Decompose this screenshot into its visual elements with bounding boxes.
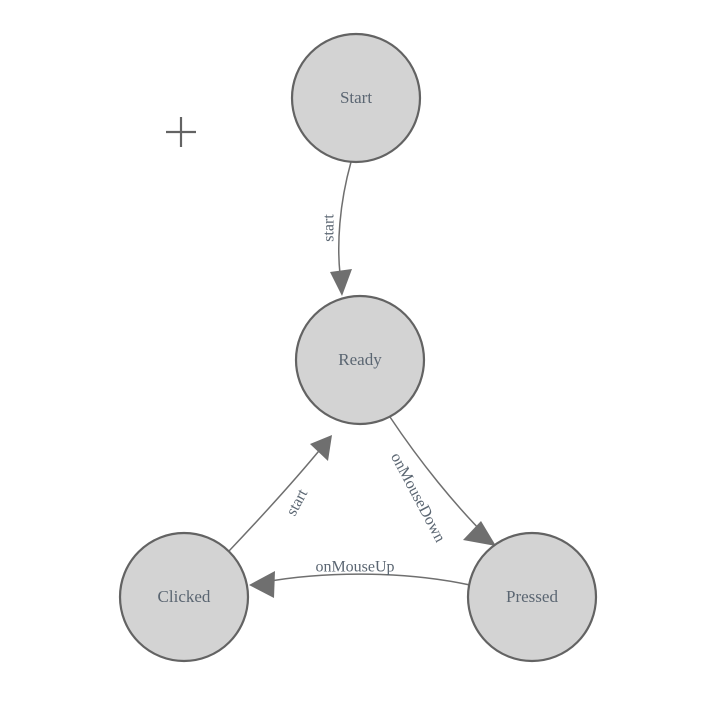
edge-label-clicked-to-ready: start bbox=[283, 486, 311, 519]
crosshair-icon bbox=[166, 117, 196, 147]
edge-path bbox=[389, 416, 488, 538]
node-shape[interactable] bbox=[466, 531, 598, 663]
node-label-pressed: Pressed bbox=[506, 587, 558, 606]
edge-path bbox=[338, 161, 352, 275]
edge-label-start-to-ready: start bbox=[321, 214, 338, 242]
node-shape[interactable] bbox=[294, 294, 426, 426]
edge-start-to-ready[interactable]: start bbox=[321, 161, 352, 296]
edge-arrowhead bbox=[463, 521, 496, 546]
node-pressed[interactable]: Pressed bbox=[466, 531, 598, 663]
edge-label-pressed-to-clicked: onMouseUp bbox=[315, 559, 394, 576]
edge-clicked-to-ready[interactable]: start bbox=[228, 435, 332, 552]
edge-ready-to-pressed[interactable]: onMouseDown bbox=[387, 416, 496, 546]
edge-path bbox=[228, 445, 324, 552]
edge-arrowhead bbox=[330, 269, 352, 296]
node-clicked[interactable]: Clicked bbox=[118, 531, 250, 663]
edge-arrowhead bbox=[249, 571, 275, 598]
node-label-start: Start bbox=[340, 88, 372, 107]
edge-pressed-to-clicked[interactable]: onMouseUp bbox=[249, 559, 471, 598]
edge-path bbox=[264, 573, 471, 586]
edge-label-ready-to-pressed: onMouseDown bbox=[387, 450, 448, 545]
node-label-clicked: Clicked bbox=[158, 587, 211, 606]
node-start[interactable]: Start bbox=[290, 32, 422, 164]
node-label-ready: Ready bbox=[338, 350, 382, 369]
node-shape[interactable] bbox=[118, 531, 250, 663]
node-ready[interactable]: Ready bbox=[294, 294, 426, 426]
node-shape[interactable] bbox=[290, 32, 422, 164]
edge-arrowhead bbox=[310, 435, 332, 461]
